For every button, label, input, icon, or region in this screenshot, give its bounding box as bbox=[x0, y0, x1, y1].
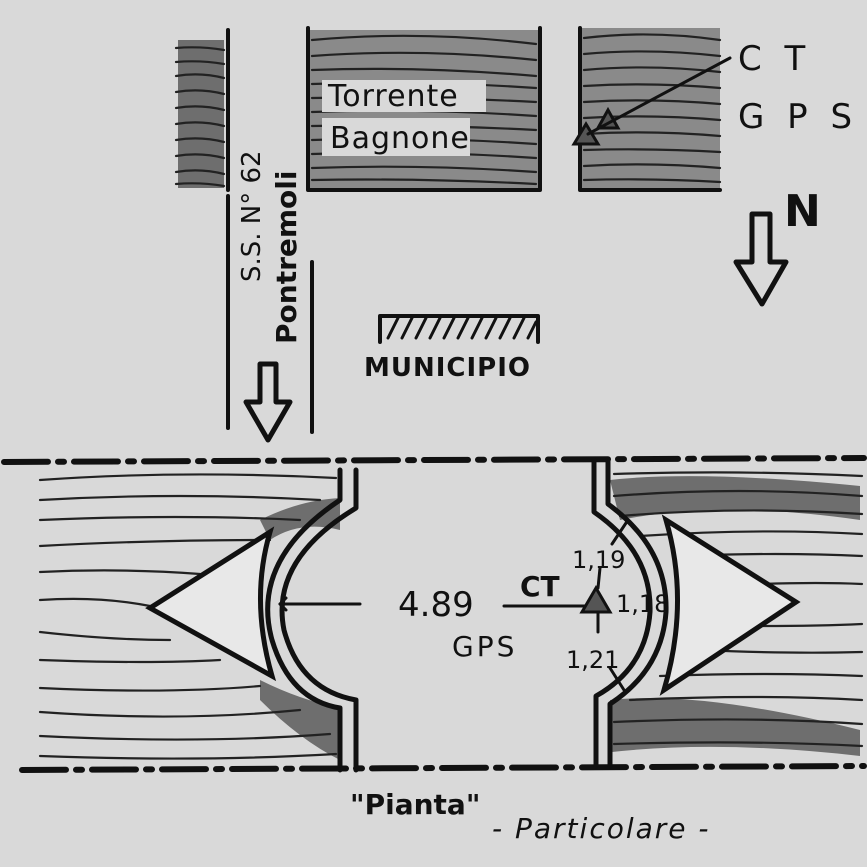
ct-detail-label: CT bbox=[520, 570, 560, 603]
detail-title: "Pianta" bbox=[350, 788, 480, 821]
benchmark-marker-top bbox=[571, 56, 732, 146]
road-label-line1: S.S. N° 62 bbox=[237, 150, 267, 282]
right-abutment-grain bbox=[610, 471, 864, 756]
left-bank-grain bbox=[174, 40, 226, 188]
right-pier-cutwater bbox=[659, 514, 801, 696]
offset-bottom-value: 1,21 bbox=[566, 646, 619, 674]
road-direction-arrow-icon bbox=[243, 361, 293, 443]
north-arrow-icon bbox=[733, 211, 789, 307]
width-measure-value: 4.89 bbox=[398, 585, 474, 625]
left-pier-outline bbox=[265, 467, 343, 773]
left-pier-cutwater bbox=[145, 526, 277, 682]
benchmark-ct-label: C T bbox=[738, 39, 811, 79]
road-label-line2: Pontremoli bbox=[270, 171, 303, 344]
detail-subtitle: - Particolare - bbox=[492, 812, 711, 845]
left-abutment-grain bbox=[38, 473, 340, 760]
offset-lead-diagonal-bottom bbox=[608, 666, 626, 692]
left-pier-inner bbox=[279, 467, 359, 773]
offset-top-value: 1,19 bbox=[572, 546, 625, 574]
river-right-wall bbox=[578, 26, 722, 192]
right-pier-outline bbox=[605, 457, 669, 769]
river-left-wall bbox=[306, 26, 542, 192]
benchmark-gps-label: G P S bbox=[738, 97, 858, 137]
north-letter: N bbox=[784, 186, 821, 237]
detail-plan: 4.89 CT GPS 1,19 1,18 1,21 "Pianta" - Pa… bbox=[1, 455, 867, 845]
municipio-building bbox=[378, 314, 540, 344]
river-label-line1: Torrente bbox=[327, 79, 459, 114]
municipio-label: MUNICIPIO bbox=[364, 353, 531, 383]
river-label-line2: Bagnone bbox=[330, 121, 470, 156]
offset-right-value: 1,18 bbox=[616, 590, 669, 618]
offset-lead-diagonal bbox=[610, 518, 630, 546]
gps-detail-label: GPS bbox=[452, 630, 517, 663]
benchmark-marker-detail bbox=[579, 585, 613, 614]
offset-lead-top bbox=[596, 566, 602, 590]
top-plan: Torrente Bagnone C T G P S N S.S. N° 62 … bbox=[174, 26, 858, 443]
width-dimension-tick bbox=[278, 596, 288, 612]
boundary-line-bottom bbox=[19, 763, 867, 773]
boundary-line-top bbox=[1, 455, 867, 465]
